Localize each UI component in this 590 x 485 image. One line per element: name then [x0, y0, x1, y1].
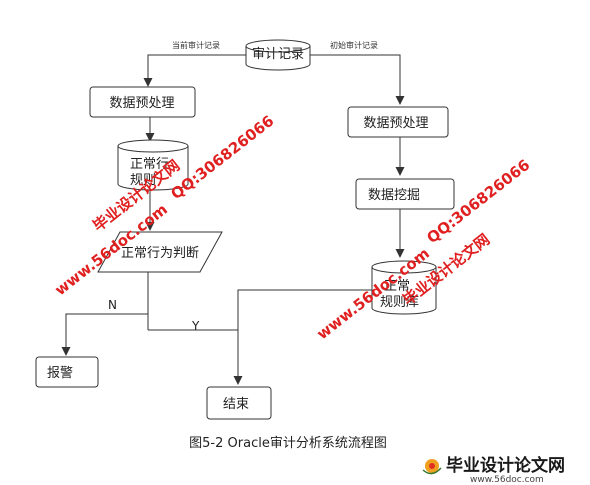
footer-brand-name: 毕业设计论文网: [446, 455, 565, 476]
edge-label-no: N: [108, 298, 117, 312]
left-normal-rules-label-2: 规则: [130, 173, 156, 188]
right-preprocess-node: 数据预处理: [347, 106, 449, 138]
left-normal-rules-label-1: 正常行: [130, 157, 169, 172]
footer-brand: 毕业设计论文网 www.56doc.com: [422, 455, 565, 485]
data-mining-node: 数据挖掘: [355, 178, 455, 210]
end-node: 结束: [206, 386, 272, 420]
figure-caption: 图5-2 Oracle审计分析系统流程图: [189, 436, 387, 451]
edge-right-rules-to-end: [233, 289, 372, 385]
alarm-node: 报警: [35, 356, 99, 388]
end-label: 结束: [223, 397, 249, 412]
audit-record-label: 审计记录: [252, 47, 304, 62]
audit-record-node: 审计记录: [245, 39, 311, 71]
edge-audit-to-left-preprocess: [143, 54, 246, 87]
right-normal-rules-label-1: 正常: [384, 279, 410, 294]
footer-brand-url: www.56doc.com: [470, 475, 544, 485]
edge-label-initial-audit: 初始审计记录: [330, 40, 378, 50]
normal-judge-node: 正常行为判断: [97, 231, 223, 273]
left-preprocess-node: 数据预处理: [89, 86, 196, 118]
edge-judge-to-alarm: [61, 313, 148, 356]
right-preprocess-label: 数据预处理: [363, 116, 428, 131]
edge-audit-to-right-preprocess: [310, 54, 405, 105]
alarm-label: 报警: [47, 365, 73, 381]
normal-judge-label: 正常行为判断: [121, 246, 199, 261]
edge-label-current-audit: 当前审计记录: [172, 40, 220, 50]
right-normal-rules-label-2: 规则库: [380, 294, 419, 310]
brand-logo-icon: [422, 459, 442, 475]
left-preprocess-label: 数据预处理: [109, 96, 174, 111]
data-mining-label: 数据挖掘: [368, 188, 420, 203]
edge-label-yes: Y: [191, 319, 200, 333]
left-normal-rules-node: 正常行 规则: [117, 139, 189, 191]
right-normal-rules-node: 正常 规则库: [371, 260, 437, 315]
